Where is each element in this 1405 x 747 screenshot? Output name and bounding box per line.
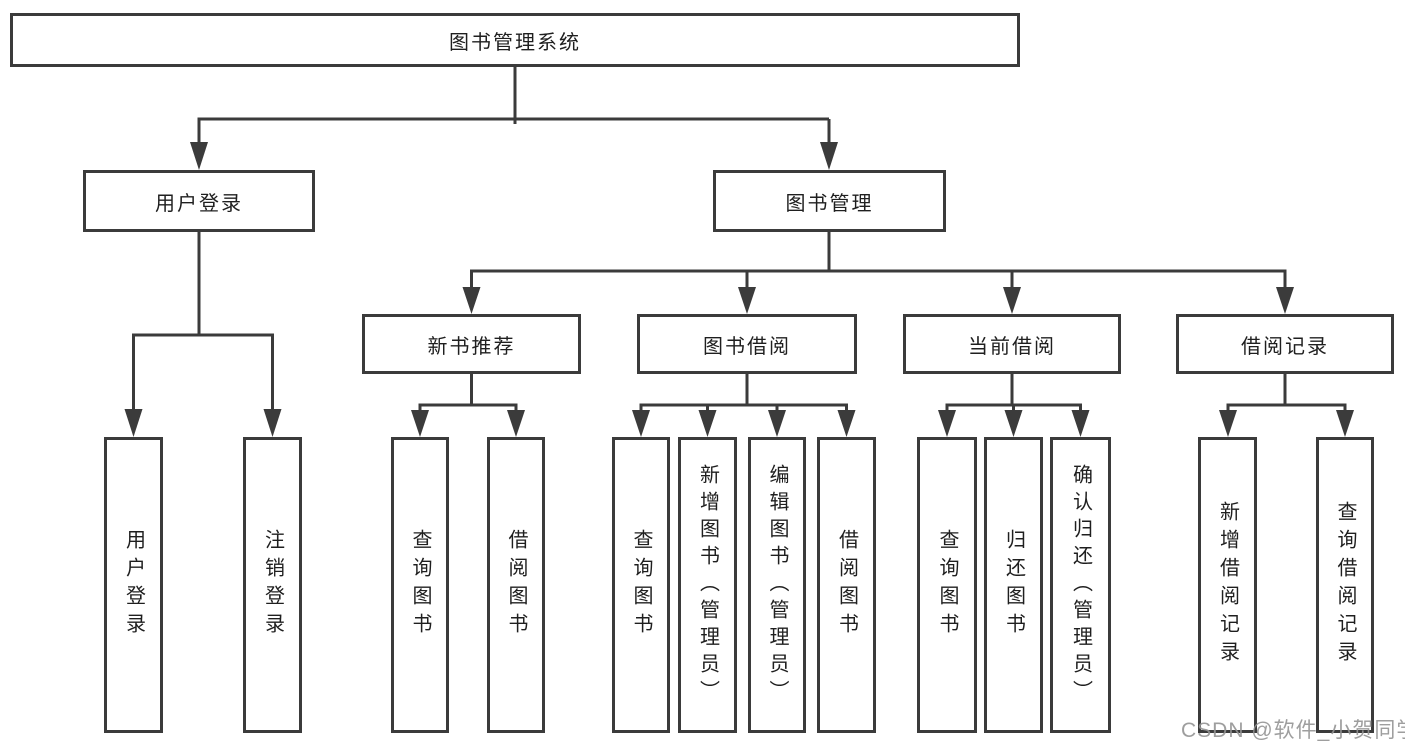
leaf-logout-label: 注销登录 <box>261 529 284 641</box>
leaf-cb-return-books-label: 归还图书 <box>1002 529 1025 641</box>
leaf-bb-query-books: 查询图书 <box>612 437 670 733</box>
leaf-cb-return-books: 归还图书 <box>984 437 1043 733</box>
node-root: 图书管理系统 <box>10 13 1020 67</box>
leaf-nb-query-books-label: 查询图书 <box>409 529 431 641</box>
leaf-user-login-label: 用户登录 <box>122 529 145 641</box>
leaf-nb-borrow-books: 借阅图书 <box>487 437 545 733</box>
leaf-nb-query-books: 查询图书 <box>391 437 449 733</box>
leaf-bb-add-books: 新增图书（管理员） <box>678 437 737 733</box>
leaf-nb-borrow-books-label: 借阅图书 <box>505 529 527 641</box>
node-book-borrowing: 图书借阅 <box>637 314 857 374</box>
node-book-management: 图书管理 <box>713 170 946 232</box>
leaf-cb-confirm-return-label: 确认归还（管理员） <box>1069 463 1092 707</box>
node-current-borrowing-label: 当前借阅 <box>968 335 1056 358</box>
leaf-br-query-record: 查询借阅记录 <box>1316 437 1374 733</box>
arrowheads <box>124 142 1354 437</box>
node-user-login-label: 用户登录 <box>155 192 243 215</box>
leaf-bb-add-books-label: 新增图书（管理员） <box>696 463 719 707</box>
node-root-label: 图书管理系统 <box>449 31 581 54</box>
node-user-login: 用户登录 <box>83 170 315 232</box>
leaf-cb-query-books: 查询图书 <box>917 437 977 733</box>
node-borrow-records-label: 借阅记录 <box>1241 335 1329 358</box>
leaf-bb-edit-books: 编辑图书（管理员） <box>748 437 806 733</box>
node-current-borrowing: 当前借阅 <box>903 314 1121 374</box>
csdn-watermark: CSDN @软件_小贺同学 <box>1181 719 1405 742</box>
leaf-logout: 注销登录 <box>243 437 302 733</box>
node-borrow-records: 借阅记录 <box>1176 314 1394 374</box>
leaf-br-add-record-label: 新增借阅记录 <box>1216 501 1239 669</box>
leaf-br-add-record: 新增借阅记录 <box>1198 437 1257 733</box>
node-book-borrowing-label: 图书借阅 <box>703 335 791 358</box>
leaf-br-query-record-label: 查询借阅记录 <box>1334 501 1356 669</box>
node-new-book-recommend: 新书推荐 <box>362 314 581 374</box>
leaf-bb-borrow-books-label: 借阅图书 <box>835 529 858 641</box>
node-new-book-recommend-label: 新书推荐 <box>427 335 516 358</box>
leaf-cb-confirm-return: 确认归还（管理员） <box>1050 437 1111 733</box>
leaf-bb-edit-books-label: 编辑图书（管理员） <box>766 463 788 707</box>
leaf-bb-query-books-label: 查询图书 <box>630 529 652 641</box>
leaf-user-login: 用户登录 <box>104 437 163 733</box>
leaf-bb-borrow-books: 借阅图书 <box>817 437 876 733</box>
leaf-cb-query-books-label: 查询图书 <box>936 529 958 641</box>
node-book-management-label: 图书管理 <box>785 192 874 215</box>
